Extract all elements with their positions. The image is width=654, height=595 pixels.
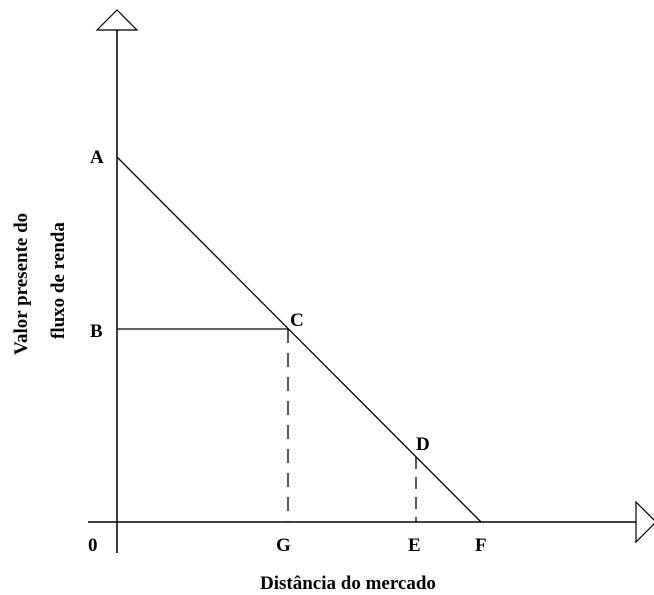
label-E: E <box>408 535 421 556</box>
label-B: B <box>90 321 103 342</box>
label-C: C <box>290 310 304 331</box>
y-axis-title-line1: Valor presente do <box>11 213 32 355</box>
x-axis-title: Distância do mercado <box>260 573 436 594</box>
y-axis-title-line2: fluxo de renda <box>48 222 69 339</box>
x-axis-arrowhead <box>635 500 654 544</box>
y-axis-arrowhead <box>95 9 139 31</box>
label-A: A <box>90 147 104 168</box>
label-G: G <box>276 535 291 556</box>
label-D: D <box>416 434 430 455</box>
label-F: F <box>475 535 487 556</box>
rent-line-AF <box>116 156 482 523</box>
label-origin: 0 <box>88 535 98 556</box>
